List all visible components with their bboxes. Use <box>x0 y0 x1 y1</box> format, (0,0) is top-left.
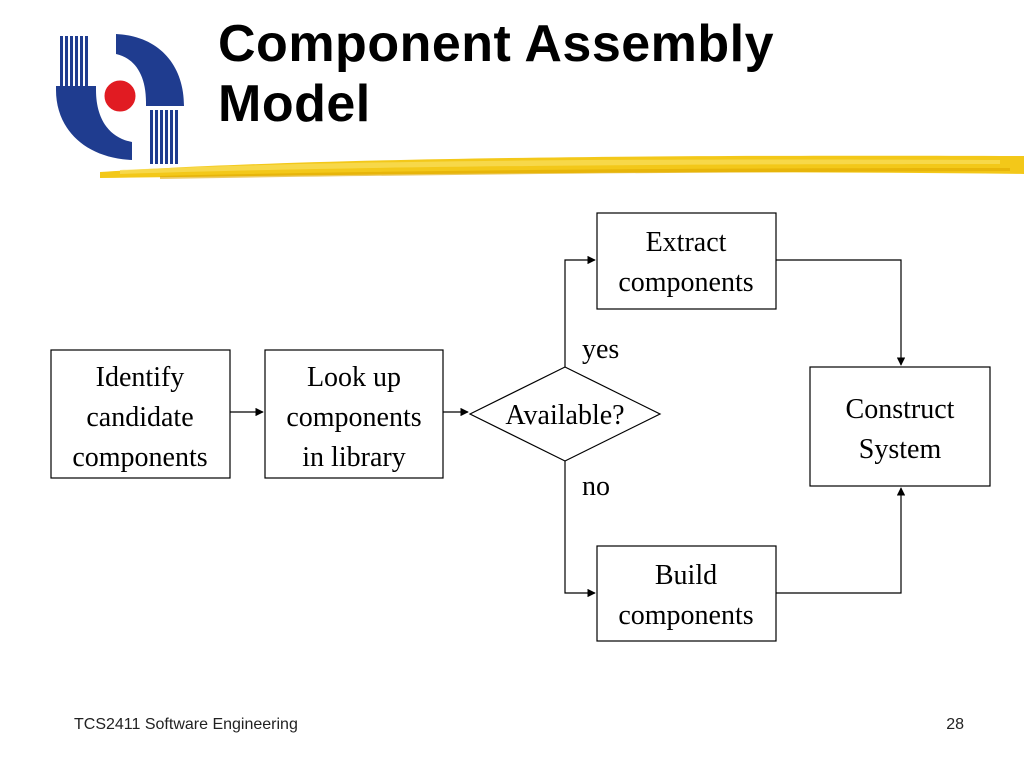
node-identify-line-3: components <box>72 442 207 473</box>
node-lookup-line-3: in library <box>302 442 405 473</box>
node-look-up-components: Look up components in library <box>264 349 444 479</box>
node-extract-components: Extract components <box>596 212 777 310</box>
node-lookup-line-1: Look up <box>307 362 401 393</box>
node-build-line-1: Build <box>655 560 717 591</box>
title-line-1: Component Assembly <box>218 15 775 73</box>
logo-red-dot <box>101 77 139 115</box>
slide-title: Component Assembly Model <box>218 14 998 134</box>
edge-label-no: no <box>582 471 610 502</box>
footer-course-title: TCS2411 Software Engineering <box>74 716 298 733</box>
node-build-components: Build components <box>596 545 777 642</box>
edge-decision-no-to-build <box>564 461 596 598</box>
node-extract-line-1: Extract <box>646 227 727 258</box>
title-underline-brush <box>100 155 1024 179</box>
decision-available: Available? <box>468 366 662 462</box>
title-line-2: Model <box>218 75 371 133</box>
decision-available-label: Available? <box>505 400 624 431</box>
node-lookup-line-2: components <box>286 402 421 433</box>
node-extract-line-2: components <box>618 267 753 298</box>
university-logo <box>56 34 184 164</box>
edge-extract-to-construct <box>776 259 906 366</box>
logo-stripes-left <box>60 36 88 88</box>
footer-page-number: 28 <box>946 716 964 733</box>
node-construct-system: Construct System <box>809 366 991 487</box>
node-construct-line-1: Construct <box>846 394 955 425</box>
logo-stripes-right <box>150 110 178 164</box>
edge-decision-yes-to-extract <box>564 255 596 367</box>
edge-build-to-construct <box>776 487 906 594</box>
node-identify-line-1: Identify <box>96 362 185 393</box>
node-build-line-2: components <box>618 600 753 631</box>
logo-arc-left <box>56 86 132 160</box>
node-identify-line-2: candidate <box>86 402 193 433</box>
node-construct-line-2: System <box>859 434 942 465</box>
edge-label-yes: yes <box>582 334 619 365</box>
logo-arc-right <box>116 34 184 106</box>
node-identify-candidate-components: Identify candidate components <box>50 349 231 479</box>
